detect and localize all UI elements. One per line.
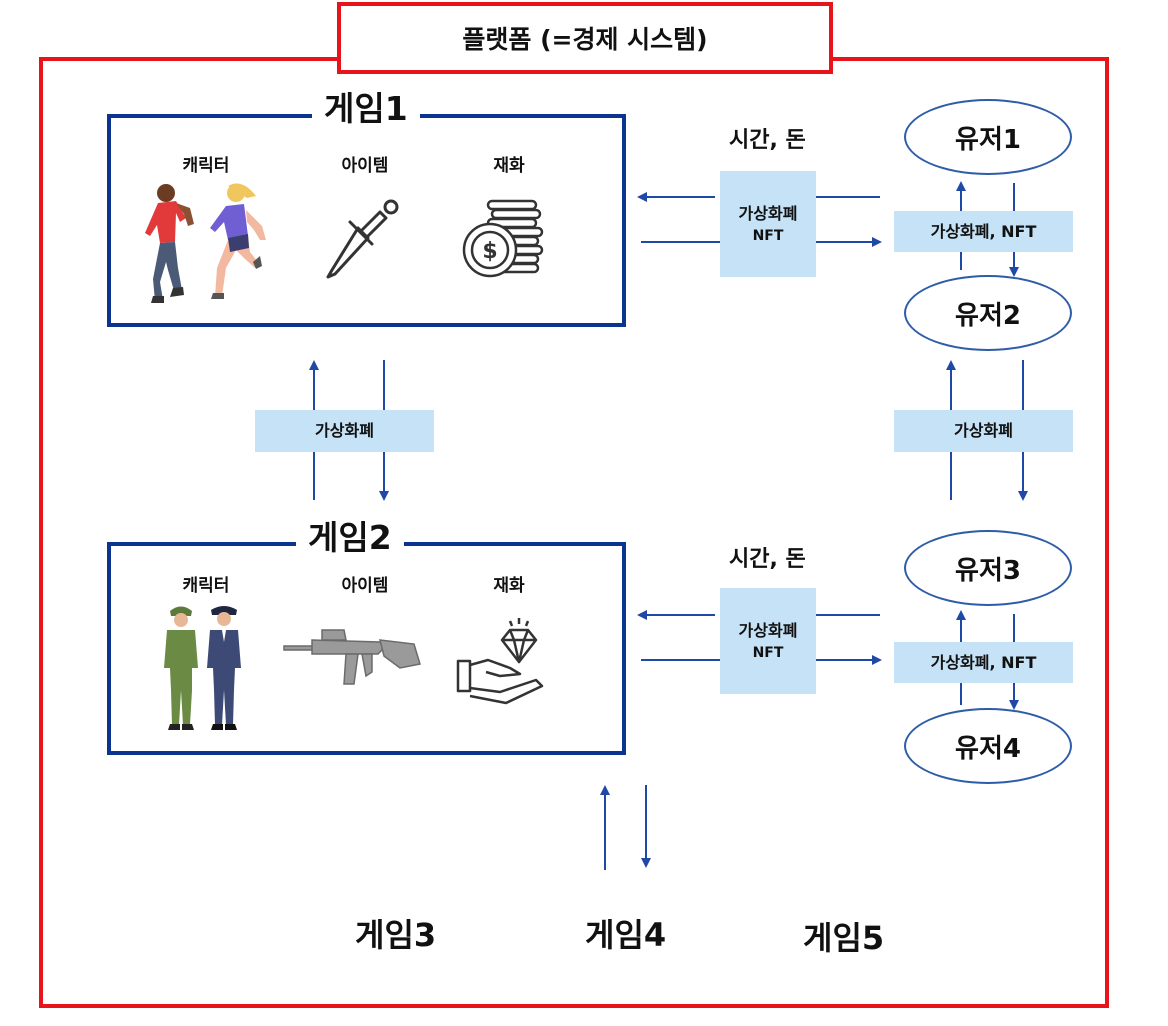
game1-box	[107, 114, 626, 327]
game5-label: 게임5	[803, 919, 885, 957]
exchange-currency-bottom-line2: NFT	[752, 644, 784, 661]
exchange-currency-top-line1: 가상화폐	[738, 203, 798, 223]
game1-coins-icon: $	[462, 199, 544, 278]
game4-label: 게임4	[585, 916, 667, 954]
exchange-currency-top-line2: NFT	[752, 227, 784, 244]
game-link-currency-label: 가상화폐	[255, 410, 434, 452]
game1-sword-icon	[326, 199, 399, 279]
game1-runner-woman-icon	[210, 183, 266, 299]
game2-currency-label: 재화	[493, 576, 525, 596]
platform-title: 플랫폼 (=경제 시스템)	[337, 2, 833, 74]
game1-character-label: 캐릭터	[182, 156, 230, 176]
game1-runner-man-icon	[145, 184, 194, 303]
game2-title: 게임2	[296, 518, 404, 558]
user1-oval: 유저1	[904, 99, 1072, 175]
game2-soldier-icon	[164, 606, 198, 730]
exchange-currency-nft-top: 가상화폐 NFT	[720, 171, 816, 277]
user3-oval: 유저3	[904, 530, 1072, 606]
game2-item-label: 아이템	[341, 576, 389, 596]
time-money-label-top: 시간, 돈	[729, 128, 806, 153]
time-money-label-bottom: 시간, 돈	[729, 547, 806, 572]
game1-currency-label: 재화	[493, 156, 525, 176]
game1-item-label: 아이템	[341, 156, 389, 176]
game3-label: 게임3	[355, 916, 437, 954]
user2-user3-link-label: 가상화폐	[894, 410, 1073, 452]
game2-diamond-hand-icon	[456, 618, 544, 705]
user3-user4-link-label: 가상화폐, NFT	[894, 642, 1073, 683]
user1-user2-link-label: 가상화폐, NFT	[894, 211, 1073, 252]
game2-officer-icon	[207, 606, 241, 730]
exchange-currency-nft-bottom: 가상화폐 NFT	[720, 588, 816, 694]
game2-rifle-icon	[283, 629, 421, 685]
game2-character-label: 캐릭터	[182, 576, 230, 596]
user2-oval: 유저2	[904, 275, 1072, 351]
svg-text:$: $	[482, 239, 497, 264]
exchange-currency-bottom-line1: 가상화폐	[738, 620, 798, 640]
user4-oval: 유저4	[904, 708, 1072, 784]
game1-title: 게임1	[312, 89, 420, 129]
